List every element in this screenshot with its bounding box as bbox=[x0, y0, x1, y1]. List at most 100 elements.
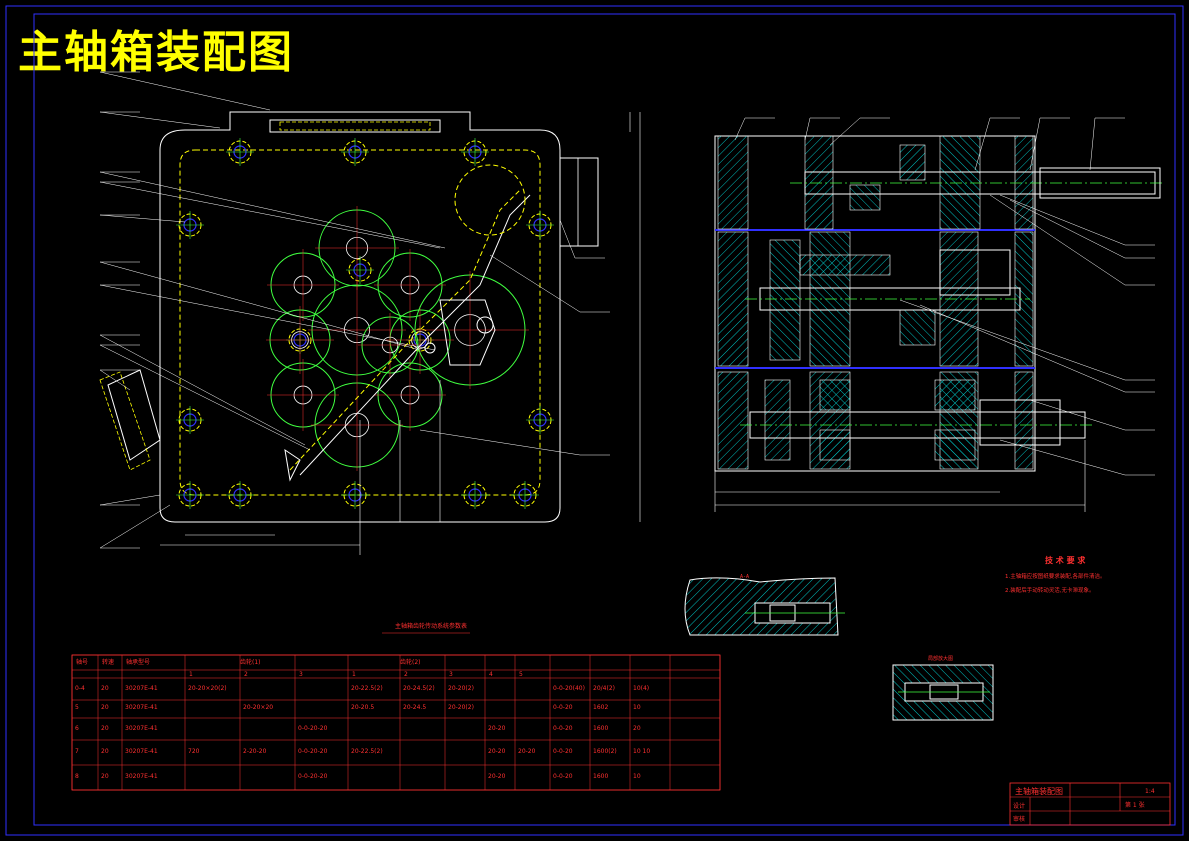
gear-circle bbox=[267, 249, 339, 321]
table-cell: 20-20×20(2) bbox=[188, 685, 227, 692]
title-block-name: 主轴箱装配图 bbox=[1015, 786, 1063, 796]
gear-circle bbox=[267, 359, 339, 431]
gear-circle bbox=[358, 313, 422, 377]
leader-line bbox=[99, 261, 421, 351]
table-cell: 20-20 bbox=[488, 725, 506, 732]
detail-view-b: 局部放大图 bbox=[892, 655, 994, 721]
bolt-hole bbox=[346, 256, 374, 284]
table-cell: 2-20-20 bbox=[243, 748, 267, 755]
table-cell: 30207E-41 bbox=[125, 725, 158, 732]
leader-line bbox=[99, 284, 436, 351]
table-header-cell: 2 bbox=[244, 671, 248, 678]
gear-circle bbox=[374, 249, 446, 321]
table-cell: 20-20×20 bbox=[243, 704, 273, 711]
leader-line bbox=[99, 171, 446, 249]
leader-line bbox=[1029, 399, 1126, 431]
gear-circle bbox=[311, 379, 403, 471]
title-block-sheet: 第 1 张 bbox=[1125, 801, 1145, 809]
outer-frame bbox=[5, 5, 1184, 836]
leader-line bbox=[989, 194, 1126, 286]
leader-line bbox=[99, 181, 441, 249]
table-cell: 30207E-41 bbox=[125, 685, 158, 692]
leader-line bbox=[99, 334, 306, 446]
leader-line bbox=[99, 504, 171, 549]
section-view bbox=[714, 117, 1165, 512]
table-cell: 0-0-20-20 bbox=[298, 725, 328, 732]
leader-line bbox=[734, 117, 746, 141]
tech-req-item-1: 1.主轴箱应按图纸要求装配,各部件清洁。 bbox=[1005, 572, 1106, 580]
table-header-cell: 2 bbox=[404, 671, 408, 678]
bolt-hole bbox=[341, 138, 369, 166]
table-group-header: 齿轮(2) bbox=[400, 658, 421, 666]
table-cell: 20-24.5 bbox=[403, 704, 426, 711]
tech-req-item-2: 2.装配后手动转动灵活,无卡滞现象。 bbox=[1005, 586, 1095, 594]
table-cell: 20-20 bbox=[488, 773, 506, 780]
table-cell: 20 bbox=[633, 725, 641, 732]
table-cell: 0-4 bbox=[75, 685, 85, 692]
table-cell: 5 bbox=[75, 704, 79, 711]
table-group-header: 齿轮(1) bbox=[240, 658, 261, 666]
leader-line bbox=[999, 439, 1126, 476]
table-header-cell: 轴承型号 bbox=[126, 658, 150, 666]
table-cell: 1600 bbox=[593, 773, 608, 780]
table-cell: 8 bbox=[75, 773, 79, 780]
inner-frame bbox=[33, 13, 1176, 826]
table-cell: 1600(2) bbox=[593, 748, 617, 755]
table-cell: 20 bbox=[101, 704, 109, 711]
bolt-hole bbox=[176, 406, 204, 434]
table-cell: 20 bbox=[101, 685, 109, 692]
table-cell: 20-20(2) bbox=[448, 704, 474, 711]
table-header-cell: 转速 bbox=[102, 658, 114, 666]
table-cell: 7 bbox=[75, 748, 79, 755]
gear-circle bbox=[374, 359, 446, 431]
table-cell: 20-20 bbox=[488, 748, 506, 755]
bolt-hole bbox=[226, 138, 254, 166]
title-block-designer: 设计 bbox=[1013, 802, 1025, 810]
table-cell: 20 bbox=[101, 773, 109, 780]
table-caption: 主轴箱齿轮传动系统参数表 bbox=[395, 622, 467, 630]
table-cell: 20 bbox=[101, 725, 109, 732]
title-block-reviewer: 审核 bbox=[1013, 815, 1025, 823]
gear-circle bbox=[308, 281, 406, 379]
table-cell: 0-0-20 bbox=[553, 725, 573, 732]
leader-line bbox=[1009, 199, 1126, 259]
table-cell: 720 bbox=[188, 748, 200, 755]
drawing-title: 主轴箱装配图 bbox=[18, 27, 294, 78]
table-cell: 0-0-20-20 bbox=[298, 773, 328, 780]
bolt-hole bbox=[176, 211, 204, 239]
gear-circle bbox=[266, 306, 334, 374]
table-cell: 0-0-20 bbox=[553, 773, 573, 780]
detail-b-label: 局部放大图 bbox=[928, 655, 953, 662]
table-header-cell: 1 bbox=[189, 671, 193, 678]
leader-line bbox=[899, 299, 1126, 381]
leader-line bbox=[99, 71, 271, 111]
table-cell: 20 bbox=[101, 748, 109, 755]
bolt-hole bbox=[461, 138, 489, 166]
leader-line bbox=[999, 194, 1126, 246]
table-header-cell: 4 bbox=[489, 671, 493, 678]
bolt-hole bbox=[226, 481, 254, 509]
table-cell: 30207E-41 bbox=[125, 773, 158, 780]
title-block-scale: 1:4 bbox=[1145, 788, 1155, 795]
table-header-cell: 5 bbox=[519, 671, 523, 678]
table-cell: 0-0-20(40) bbox=[553, 685, 585, 692]
table-cell: 0-0-20-20 bbox=[298, 748, 328, 755]
leader-line bbox=[99, 494, 161, 506]
bolt-hole bbox=[341, 481, 369, 509]
leader-line bbox=[419, 429, 581, 456]
table-border bbox=[71, 654, 721, 791]
leader-line bbox=[1089, 117, 1096, 171]
table-cell: 20-20 bbox=[518, 748, 536, 755]
table-cell: 10 10 bbox=[633, 748, 650, 755]
table-header-cell: 3 bbox=[449, 671, 453, 678]
table-cell: 20-22.5(2) bbox=[351, 748, 383, 755]
table-cell: 0-0-20 bbox=[553, 704, 573, 711]
leader-line bbox=[919, 304, 1126, 393]
leader-line bbox=[829, 117, 861, 146]
table-cell: 0-0-20 bbox=[553, 748, 573, 755]
gear-circle bbox=[411, 271, 529, 389]
detail-a-label: A-A bbox=[740, 574, 749, 580]
